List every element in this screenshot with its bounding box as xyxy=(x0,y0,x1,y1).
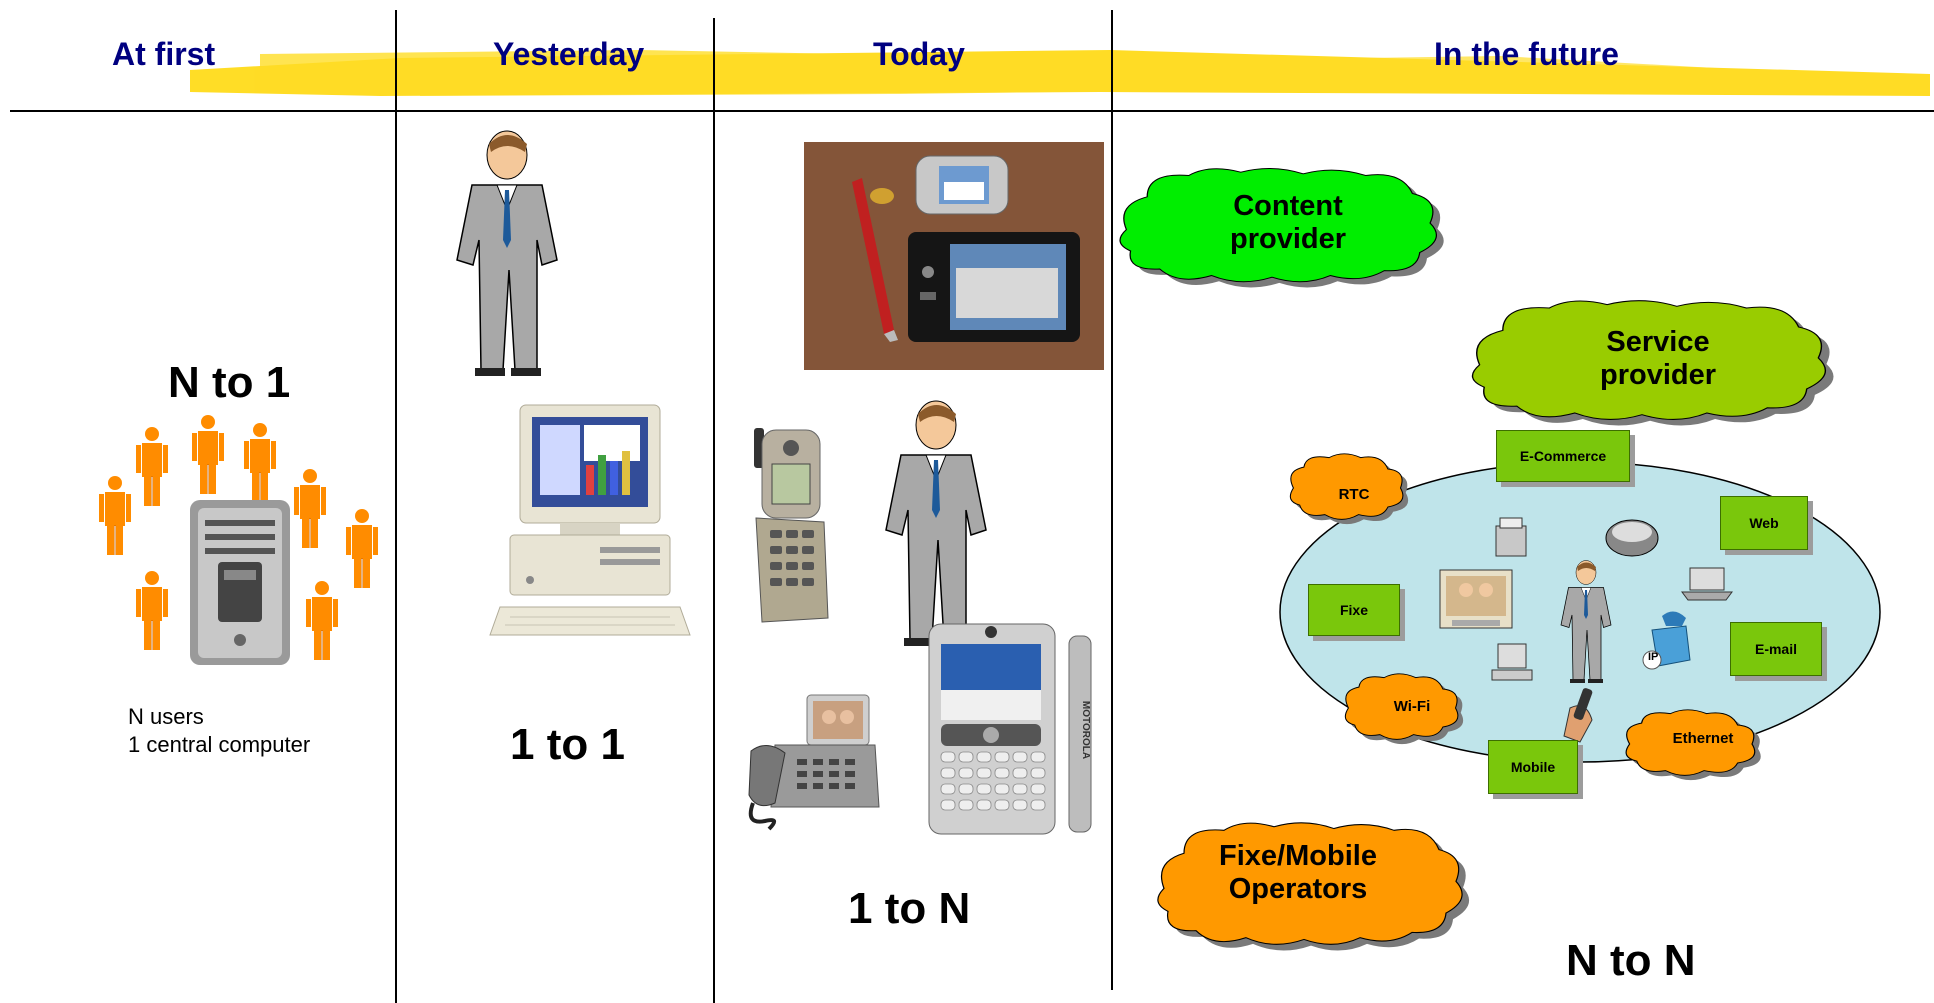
ethernet-label: Ethernet xyxy=(1672,730,1734,747)
wifi-label: Wi-Fi xyxy=(1393,698,1431,715)
desktop-computer-image xyxy=(489,404,691,636)
column-divider-2 xyxy=(713,18,715,1003)
flip-phone-image xyxy=(754,428,829,623)
column-divider-1 xyxy=(395,10,397,1003)
header-divider-line xyxy=(10,110,1934,112)
ratio-n-to-1: N to 1 xyxy=(168,358,291,407)
smartphone-image: MOTOROLA xyxy=(928,623,1092,835)
column-divider-3 xyxy=(1111,10,1113,990)
operators-label: Fixe/Mobile Operators xyxy=(1219,840,1377,906)
ratio-1-to-1: 1 to 1 xyxy=(510,720,625,769)
laptop-icon xyxy=(1681,567,1733,601)
ip-phone-icon xyxy=(1642,611,1691,670)
printer-dome-icon xyxy=(1605,519,1659,557)
ecommerce-box: E-Commerce xyxy=(1496,430,1630,482)
header-at-first: At first xyxy=(112,36,216,72)
phone-brand-label: MOTOROLA xyxy=(1080,701,1091,759)
devices-photo xyxy=(804,142,1104,370)
tower-computer-image xyxy=(190,500,290,665)
businessman-figure xyxy=(456,130,558,377)
video-conference-icon xyxy=(1439,569,1513,629)
mobile-box: Mobile xyxy=(1488,740,1578,794)
header-highlight-strokes xyxy=(190,50,1930,96)
header-yesterday: Yesterday xyxy=(493,36,645,72)
video-desk-phone-image xyxy=(748,694,880,831)
caption-n-users: N users xyxy=(128,704,204,729)
ip-label: IP xyxy=(1648,651,1659,663)
content-provider-label: Content provider xyxy=(1229,190,1347,256)
service-provider-label: Service provider xyxy=(1599,326,1717,392)
ratio-n-to-n: N to N xyxy=(1566,936,1696,985)
businessman-figure-today xyxy=(885,400,987,647)
caption-central-computer: 1 central computer xyxy=(128,732,311,757)
header-in-the-future: In the future xyxy=(1434,36,1619,72)
fax-icon xyxy=(1495,517,1527,557)
ratio-1-to-n: 1 to N xyxy=(848,884,971,933)
header-today: Today xyxy=(873,36,965,72)
hand-phone-icon xyxy=(1563,688,1593,743)
rtc-label: RTC xyxy=(1338,486,1370,503)
web-box: Web xyxy=(1720,496,1808,550)
fixe-box: Fixe xyxy=(1308,584,1400,636)
email-box: E-mail xyxy=(1730,622,1822,676)
small-pc-icon xyxy=(1491,643,1533,681)
